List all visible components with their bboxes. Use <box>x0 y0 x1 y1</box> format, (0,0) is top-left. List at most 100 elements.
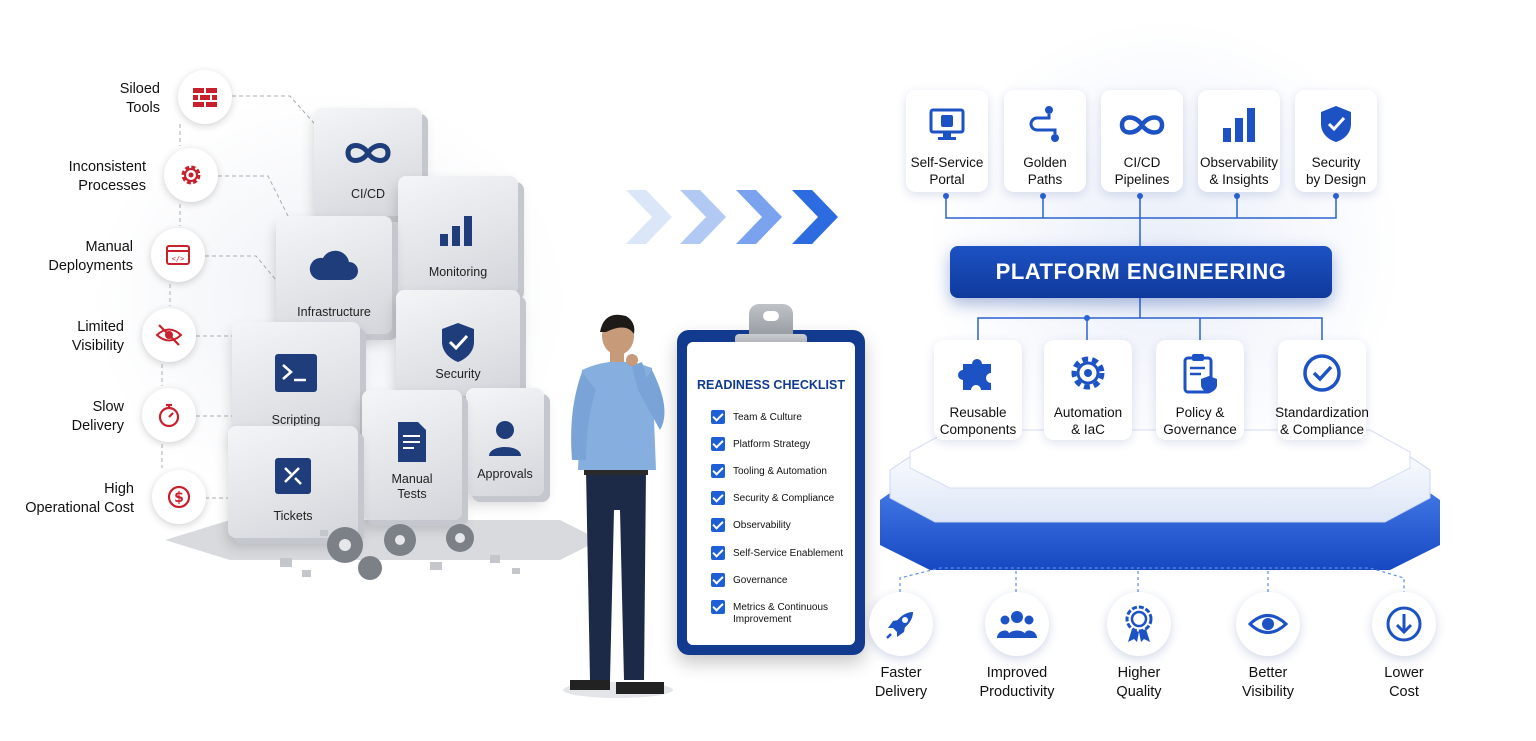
stopwatch-icon <box>142 388 196 442</box>
terminal-icon <box>273 352 319 399</box>
capability-ci-cd-pipelines: CI/CD Pipelines <box>1101 90 1183 192</box>
eye-slash-icon <box>142 308 196 362</box>
cube-tickets: Tickets <box>228 426 358 538</box>
capability-label: Standardization & Compliance <box>1275 405 1369 437</box>
gear-icon <box>1067 352 1109 399</box>
problem-high-operational-cost: High Operational Cost $ <box>0 468 206 526</box>
capability-label: Self-Service Portal <box>910 155 984 187</box>
user-icon <box>485 418 525 465</box>
benefit-label: Better Visibility <box>1241 665 1295 700</box>
checkbox-checked-icon <box>711 437 725 451</box>
puzzle-icon <box>957 352 999 399</box>
shield-check-icon <box>438 320 478 369</box>
award-icon <box>1107 592 1171 656</box>
problem-slow-delivery: Slow Delivery <box>0 386 196 444</box>
capability-standardization-compliance: Standardization & Compliance <box>1275 340 1369 440</box>
readiness-checklist-clipboard: READINESS CHECKLIST Team & Culture Platf… <box>677 304 865 655</box>
benefit-better-visibility: Better Visibility <box>1208 592 1328 702</box>
benefit-lower-cost: Lower Cost <box>1344 592 1464 702</box>
checkbox-checked-icon <box>711 546 725 560</box>
broken-gears-rubble <box>280 524 520 580</box>
chevron-arrow-icon <box>736 190 782 244</box>
gear-icon <box>164 148 218 202</box>
bar-chart-icon <box>1219 104 1259 149</box>
checkbox-checked-icon <box>711 600 725 614</box>
problem-manual-deployments: Manual Deployments </> <box>0 226 205 284</box>
cube-label: Security <box>435 367 481 381</box>
problem-label: Slow Delivery <box>71 399 124 434</box>
cube-security: Security <box>396 290 520 396</box>
clipboard-shield-icon <box>1179 352 1221 401</box>
brick-wall-icon <box>178 70 232 124</box>
capability-label: Golden Paths <box>1023 155 1067 187</box>
problem-label: Limited Visibility <box>71 319 124 354</box>
capability-self-service-portal: Self-Service Portal <box>906 90 988 192</box>
problem-inconsistent-processes: Inconsistent Processes <box>8 146 218 204</box>
benefit-label: Improved Productivity <box>979 665 1055 700</box>
benefit-label: Lower Cost <box>1384 665 1424 700</box>
clipboard-paper: READINESS CHECKLIST Team & Culture Platf… <box>687 342 855 645</box>
cube-label: Tickets <box>273 509 313 523</box>
benefit-improved-productivity: Improved Productivity <box>957 592 1077 702</box>
cube-label: Monitoring <box>428 265 488 279</box>
capability-label: Reusable Components <box>939 405 1017 437</box>
code-window-icon: </> <box>151 228 205 282</box>
monitor-icon <box>927 104 967 149</box>
path-icon <box>1025 104 1065 149</box>
cube-infrastructure: Infrastructure <box>276 216 392 334</box>
checkbox-checked-icon <box>711 410 725 424</box>
capability-label: Security by Design <box>1305 155 1367 187</box>
capability-policy-governance: Policy & Governance <box>1156 340 1244 440</box>
infinity-icon <box>1117 104 1167 145</box>
problem-label: Manual Deployments <box>48 239 133 274</box>
cube-label: Scripting <box>271 413 321 427</box>
cube-label: Approvals <box>477 467 533 481</box>
problem-siloed-tools: Siloed Tools <box>22 68 232 126</box>
benefit-label: Faster Delivery <box>874 665 928 700</box>
cube-manual-tests: Manual Tests <box>362 390 462 520</box>
platform-engineering-title: PLATFORM ENGINEERING <box>950 246 1332 298</box>
rocket-icon <box>869 592 933 656</box>
chevron-arrow-icon <box>792 190 838 244</box>
chevron-arrow-icon <box>680 190 726 244</box>
check-circle-icon <box>1301 352 1343 399</box>
capability-label: Policy & Governance <box>1163 405 1237 437</box>
problem-label: Siloed Tools <box>119 81 160 116</box>
person-figure <box>563 314 673 698</box>
problem-label: Inconsistent Processes <box>68 159 146 194</box>
benefit-higher-quality: Higher Quality <box>1079 592 1199 702</box>
cube-label: Manual Tests <box>391 472 433 501</box>
chevron-arrow-icon <box>626 190 672 244</box>
cube-label: Infrastructure <box>297 305 371 319</box>
infinity-icon <box>342 138 394 173</box>
capability-reusable-components: Reusable Components <box>934 340 1022 440</box>
checkbox-checked-icon <box>711 491 725 505</box>
capability-automation-iac: Automation & IaC <box>1044 340 1132 440</box>
capability-label: Automation & IaC <box>1053 405 1123 437</box>
dollar-icon: $ <box>152 470 206 524</box>
checkbox-checked-icon <box>711 518 725 532</box>
checkbox-checked-icon <box>711 573 725 587</box>
cube-monitoring: Monitoring <box>398 176 518 294</box>
ticket-icon <box>273 456 313 501</box>
capability-golden-paths: Golden Paths <box>1004 90 1086 192</box>
benefit-label: Higher Quality <box>1116 665 1162 700</box>
cube-label: CI/CD <box>350 187 386 201</box>
download-circle-icon <box>1372 592 1436 656</box>
svg-text:$: $ <box>174 490 184 506</box>
team-icon <box>985 592 1049 656</box>
checklist-title: READINESS CHECKLIST <box>697 378 845 392</box>
capability-label: Observability & Insights <box>1199 155 1279 187</box>
capability-security-by-design: Security by Design <box>1295 90 1377 192</box>
checkbox-checked-icon <box>711 464 725 478</box>
document-shield-icon <box>392 420 432 471</box>
cube-scripting: Scripting <box>232 322 360 442</box>
problem-limited-visibility: Limited Visibility <box>0 306 196 364</box>
benefit-faster-delivery: Faster Delivery <box>841 592 961 702</box>
capability-observability-insights: Observability & Insights <box>1198 90 1280 192</box>
bar-chart-icon <box>436 206 480 255</box>
shield-check-icon <box>1317 104 1355 149</box>
svg-text:</>: </> <box>172 255 185 263</box>
eye-icon <box>1236 592 1300 656</box>
